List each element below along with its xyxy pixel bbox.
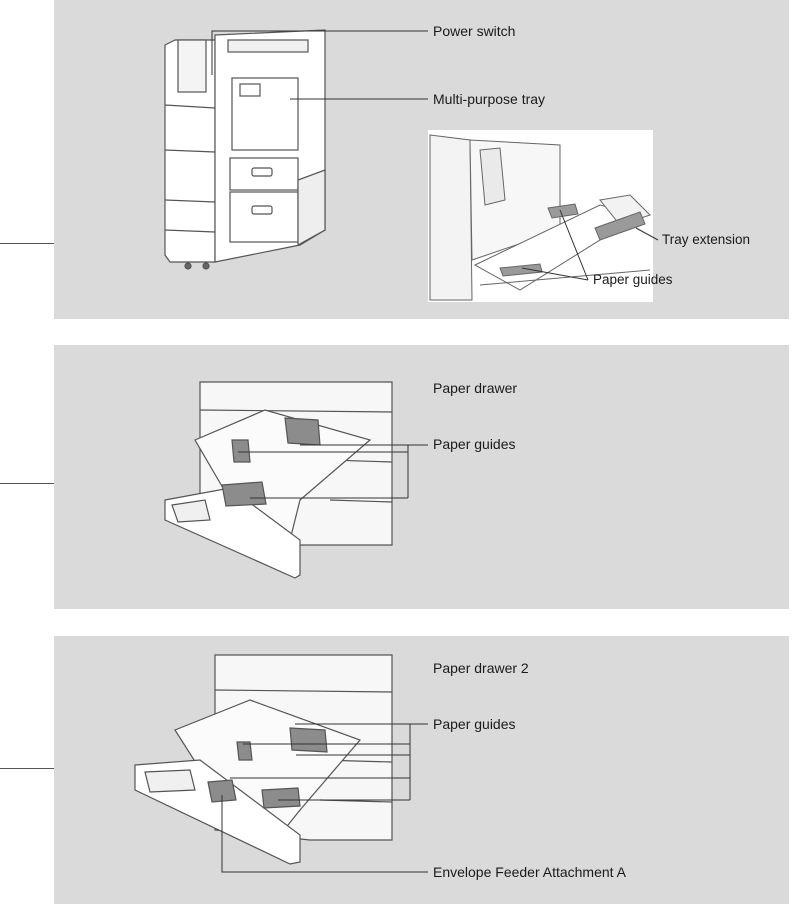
printer-illustration (164, 29, 326, 270)
label-paper-guides-drawer: Paper guides (433, 436, 516, 452)
label-paper-drawer-2: Paper drawer 2 (433, 660, 529, 676)
panel-paper-drawer (54, 345, 789, 609)
label-paper-drawer: Paper drawer (433, 380, 518, 396)
section-rule-2 (0, 483, 54, 484)
label-tray-extension: Tray extension (662, 232, 751, 247)
tray-inset-illustration (428, 130, 653, 302)
paper-drawer-illustration (164, 381, 393, 579)
label-paper-guides-tray: Paper guides (593, 272, 673, 287)
section-rule-1 (0, 243, 54, 244)
label-envelope-feeder: Envelope Feeder Attachment A (433, 864, 627, 880)
label-power-switch: Power switch (433, 23, 516, 39)
leader-lines (211, 30, 659, 873)
label-paper-guides-drawer-2: Paper guides (433, 716, 516, 732)
label-multi-purpose-tray: Multi-purpose tray (433, 91, 546, 107)
section-rule-3 (0, 768, 54, 769)
paper-drawer-2-illustration (134, 654, 393, 865)
